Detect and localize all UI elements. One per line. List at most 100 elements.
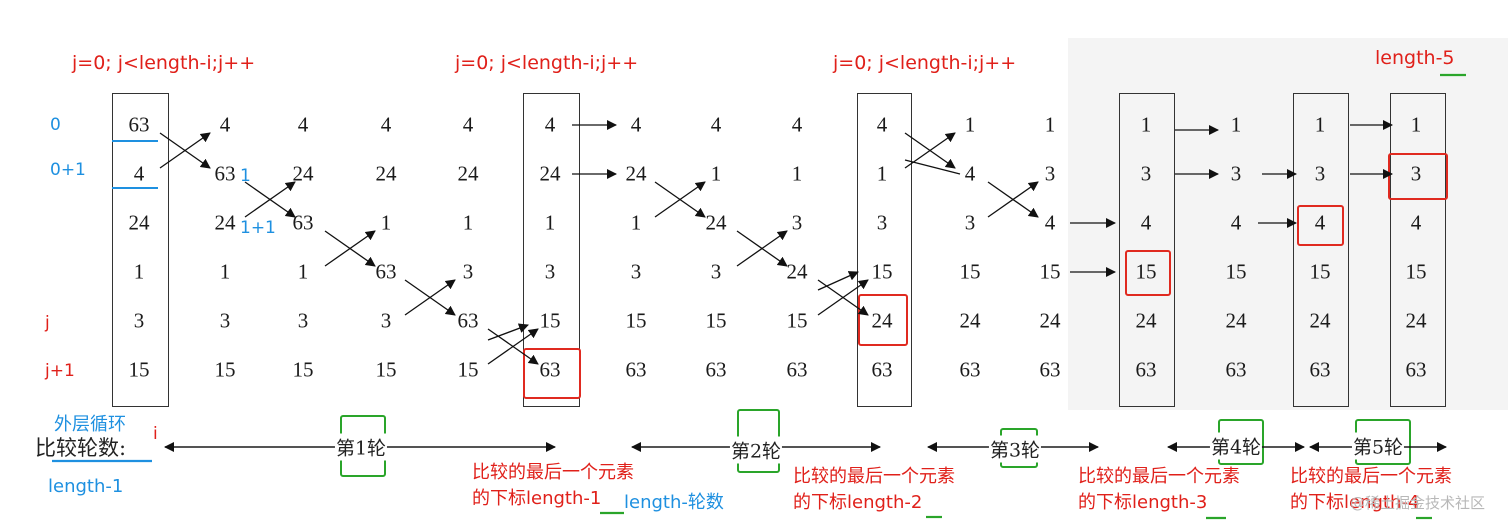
cell-c10-r1: 4 xyxy=(964,161,976,186)
cell-c3-r0: 4 xyxy=(380,112,392,137)
cell-c7-r1: 1 xyxy=(710,161,722,186)
length-5-label: length-5 xyxy=(1375,47,1455,69)
cell-c3-r3: 63 xyxy=(375,259,397,284)
cell-c2-r4: 3 xyxy=(297,308,309,333)
cell-c11-r4: 24 xyxy=(1039,308,1061,333)
cell-c5-r2: 1 xyxy=(544,210,556,235)
column-box-initial xyxy=(112,93,169,407)
cell-c6-r2: 1 xyxy=(630,210,642,235)
length-1-label: length-1 xyxy=(48,476,124,497)
cell-c14-r1: 3 xyxy=(1314,161,1326,186)
note-round3-line1: 比较的最后一个元素 xyxy=(1078,466,1240,487)
cell-c4-r4: 63 xyxy=(457,308,479,333)
swap-arrow-up-3 xyxy=(404,279,456,316)
swap-arrow-up-2 xyxy=(324,230,376,267)
cell-c1-r2: 24 xyxy=(214,210,236,235)
diag-line-2 xyxy=(904,159,961,175)
highlight-4 xyxy=(1297,205,1344,246)
cell-c11-r5: 63 xyxy=(1039,357,1061,382)
note-round4-line1: 比较的最后一个元素 xyxy=(1290,466,1452,487)
cell-c8-r4: 15 xyxy=(786,308,808,333)
column-box-round5 xyxy=(1390,93,1446,407)
cell-c6-r1: 24 xyxy=(625,161,647,186)
cell-c0-r1: 4 xyxy=(133,161,145,186)
swap-arrow-up-0 xyxy=(159,132,211,169)
cell-c8-r1: 1 xyxy=(791,161,803,186)
diag-line-1 xyxy=(817,271,859,291)
cell-c2-r3: 1 xyxy=(297,259,309,284)
cell-c5-r1: 24 xyxy=(539,161,561,186)
watermark: @稀土掘金技术社区 xyxy=(1350,494,1486,512)
loop-label-1: j=0; j<length-i;j++ xyxy=(72,52,256,74)
column-box-round2 xyxy=(857,93,912,407)
cell-c9-r1: 1 xyxy=(876,161,888,186)
length-rounds-label: length-轮数 xyxy=(624,492,724,513)
cell-c15-r2: 4 xyxy=(1410,210,1422,235)
cell-c14-r0: 1 xyxy=(1314,112,1326,137)
outer-loop-label: 外层循环 xyxy=(54,414,126,435)
cell-c6-r0: 4 xyxy=(630,112,642,137)
cell-c10-r0: 1 xyxy=(964,112,976,137)
cell-c7-r0: 4 xyxy=(710,112,722,137)
note-round4-line2: 的下标length-4 xyxy=(1290,492,1420,513)
cell-c15-r0: 1 xyxy=(1410,112,1422,137)
inner-label-1: 1 xyxy=(240,166,251,186)
cell-c4-r2: 1 xyxy=(462,210,474,235)
cell-c10-r2: 3 xyxy=(964,210,976,235)
cell-c15-r3: 15 xyxy=(1405,259,1427,284)
cell-c9-r2: 3 xyxy=(876,210,888,235)
cell-c3-r5: 15 xyxy=(375,357,397,382)
cell-c13-r2: 4 xyxy=(1230,210,1242,235)
cell-c14-r5: 63 xyxy=(1309,357,1331,382)
cell-c12-r3: 15 xyxy=(1135,259,1157,284)
cell-c10-r5: 63 xyxy=(959,357,981,382)
highlight-24 xyxy=(858,294,908,346)
diag-line-0 xyxy=(487,323,529,341)
swap-arrow-up-5 xyxy=(654,181,706,218)
cell-c3-r2: 1 xyxy=(380,210,392,235)
cell-c3-r1: 24 xyxy=(375,161,397,186)
swap-arrow-up-7 xyxy=(817,279,869,316)
cell-c9-r0: 4 xyxy=(876,112,888,137)
cell-c15-r4: 24 xyxy=(1405,308,1427,333)
loop-label-3: j=0; j<length-i;j++ xyxy=(833,52,1017,74)
cell-c7-r2: 24 xyxy=(705,210,727,235)
swap-arrow-up-9 xyxy=(987,181,1039,218)
cell-c5-r5: 63 xyxy=(539,357,561,382)
cell-c9-r5: 63 xyxy=(871,357,893,382)
row-label-j1: j+1 xyxy=(45,361,75,381)
cell-c2-r1: 24 xyxy=(292,161,314,186)
column-box-round1 xyxy=(523,93,580,407)
cell-c0-r2: 24 xyxy=(128,210,150,235)
note-round1-line1: 比较的最后一个元素 xyxy=(472,462,634,483)
note-round2-line2: 的下标length-2 xyxy=(793,492,923,513)
cell-c4-r5: 15 xyxy=(457,357,479,382)
cell-c15-r5: 63 xyxy=(1405,357,1427,382)
swap-arrow-up-4 xyxy=(487,328,539,365)
inner-label-1plus1: 1+1 xyxy=(240,218,276,238)
round-label-1: 第1轮 xyxy=(334,433,388,461)
cell-c11-r1: 3 xyxy=(1044,161,1056,186)
cell-c14-r4: 24 xyxy=(1309,308,1331,333)
swap-arrow-up-6 xyxy=(736,230,788,267)
cell-c8-r2: 3 xyxy=(791,210,803,235)
cell-c11-r0: 1 xyxy=(1044,112,1056,137)
highlight-63 xyxy=(523,348,581,399)
cell-c7-r4: 15 xyxy=(705,308,727,333)
cell-c7-r5: 63 xyxy=(705,357,727,382)
cell-c6-r3: 3 xyxy=(630,259,642,284)
cell-c10-r3: 15 xyxy=(959,259,981,284)
cell-c13-r5: 63 xyxy=(1225,357,1247,382)
row-label-j: j xyxy=(45,313,50,333)
cell-c11-r3: 15 xyxy=(1039,259,1061,284)
cell-c4-r3: 3 xyxy=(462,259,474,284)
cell-c2-r5: 15 xyxy=(292,357,314,382)
highlight-15 xyxy=(1125,250,1171,296)
cell-c12-r5: 63 xyxy=(1135,357,1157,382)
cell-c8-r0: 4 xyxy=(791,112,803,137)
cell-c5-r3: 3 xyxy=(544,259,556,284)
cell-c13-r3: 15 xyxy=(1225,259,1247,284)
note-round2-line1: 比较的最后一个元素 xyxy=(793,466,955,487)
